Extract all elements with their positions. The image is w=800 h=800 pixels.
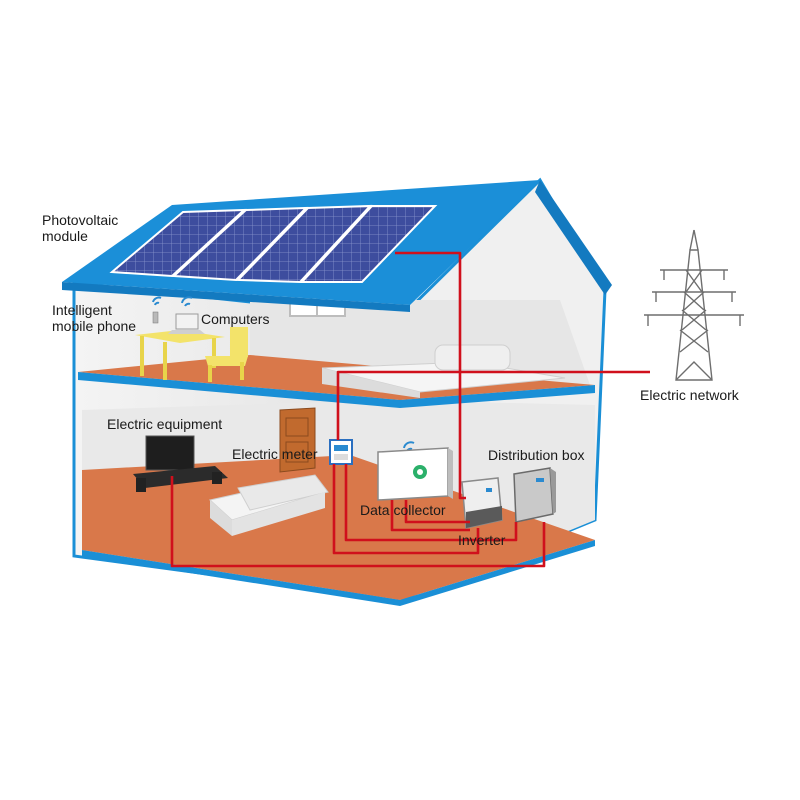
power-tower-icon xyxy=(644,229,744,381)
data-collector-icon xyxy=(377,447,453,501)
label-electric-network: Electric network xyxy=(640,387,739,403)
label-photovoltaic-module: Photovoltaic module xyxy=(42,212,119,244)
ground-floor-edge xyxy=(82,550,400,606)
inverter-icon xyxy=(461,477,503,529)
desk-icon xyxy=(135,330,225,380)
meter-icon xyxy=(329,439,353,465)
label-distribution-box: Distribution box xyxy=(488,447,585,463)
wire-equipment-to-box xyxy=(170,476,546,568)
bed-icon xyxy=(321,344,566,398)
sofa-icon xyxy=(208,474,329,536)
door xyxy=(279,407,316,473)
wire-collector-to-inverter xyxy=(404,500,470,524)
chair-icon xyxy=(205,327,248,382)
laptop-icon xyxy=(168,313,205,334)
upper-floor-edge xyxy=(78,372,400,408)
label-electric-equipment: Electric equipment xyxy=(107,416,223,432)
phone-icon xyxy=(152,311,159,324)
roof xyxy=(62,180,612,312)
wiring xyxy=(170,251,650,568)
label-intelligent-mobile-phone: Intelligent mobile phone xyxy=(52,302,137,334)
ground-floor xyxy=(82,455,595,600)
label-computers: Computers xyxy=(201,311,270,327)
roof-gable-edge xyxy=(535,180,612,295)
label-electric-meter: Electric meter xyxy=(232,446,318,462)
wire-network-to-meter xyxy=(336,370,650,440)
label-inverter: Inverter xyxy=(458,532,506,548)
tv-icon xyxy=(133,435,228,492)
solar-panel-icon xyxy=(109,204,438,284)
label-data-collector: Data collector xyxy=(360,502,446,518)
wire-meter-to-box xyxy=(344,464,518,542)
distribution-box-icon xyxy=(513,467,556,523)
wire-pv-to-inverter xyxy=(395,251,466,500)
